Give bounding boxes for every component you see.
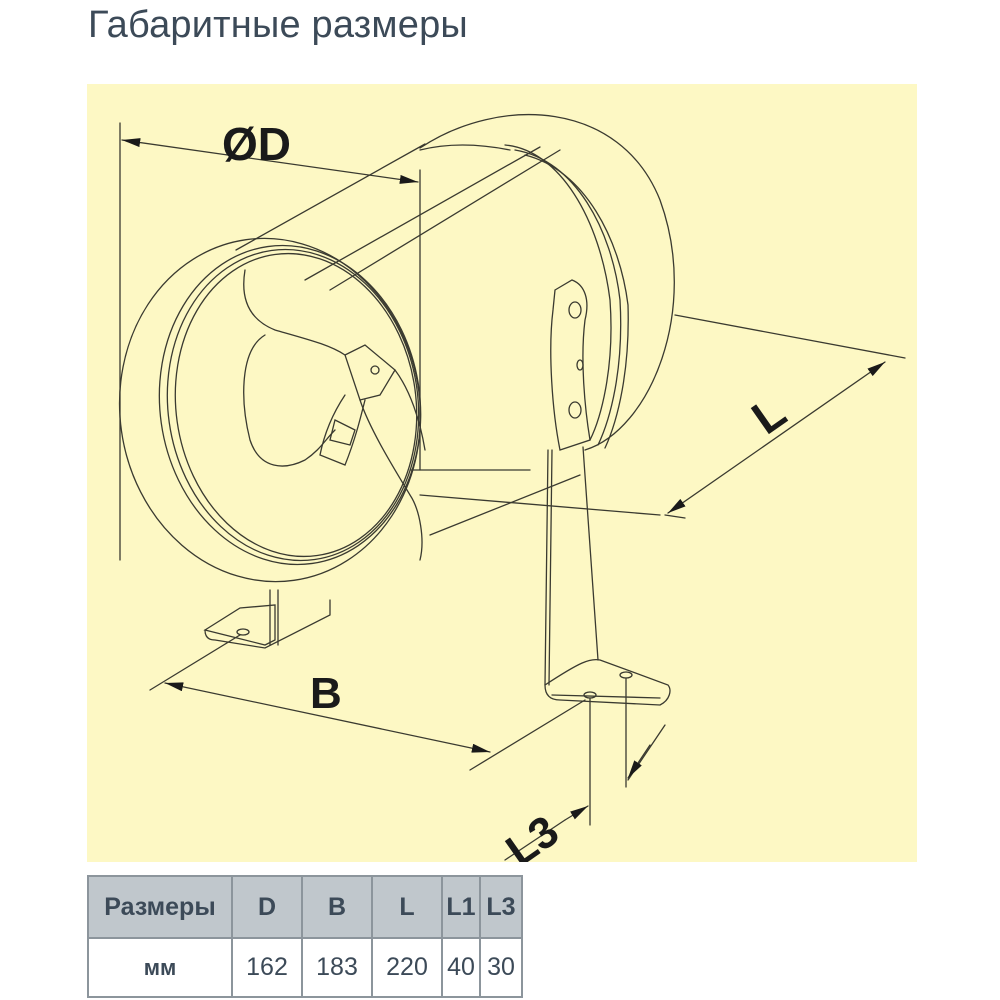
impeller	[243, 269, 426, 561]
column-header-d: D	[231, 875, 303, 939]
front-ring	[118, 237, 422, 583]
rear-bracket	[544, 279, 671, 706]
front-bracket	[203, 589, 331, 649]
cell-l3: 30	[479, 937, 523, 998]
dimension-hole-spacing: L3	[497, 677, 666, 862]
dimension-base-width: B	[149, 634, 586, 771]
column-header-b: B	[301, 875, 373, 939]
dimension-diameter: ØD	[119, 118, 421, 561]
table-header-row: Размеры D B L L1 L3	[87, 875, 523, 939]
column-header-l1: L1	[441, 875, 481, 939]
table-row: мм 162 183 220 40 30	[87, 937, 523, 998]
label-diameter: ØD	[222, 118, 291, 170]
cell-d: 162	[231, 937, 303, 998]
column-header-sizes: Размеры	[87, 875, 233, 939]
rear-casing	[419, 114, 675, 451]
column-header-l3: L3	[479, 875, 523, 939]
label-base-width: B	[310, 669, 342, 718]
fan-dimension-drawing: ØD L B L3	[87, 84, 917, 862]
casing-body-lines	[235, 143, 661, 536]
cell-b: 183	[301, 937, 373, 998]
dimension-length: L	[664, 314, 906, 519]
cell-l1: 40	[441, 937, 481, 998]
column-header-l: L	[371, 875, 443, 939]
dimensions-table: Размеры D B L L1 L3 мм 162 183 220 40 30	[87, 875, 523, 998]
label-hole-spacing: L3	[497, 806, 567, 862]
label-length: L	[742, 385, 795, 444]
page-title: Габаритные размеры	[88, 4, 468, 46]
row-label-units: мм	[87, 937, 233, 998]
cell-l: 220	[371, 937, 443, 998]
